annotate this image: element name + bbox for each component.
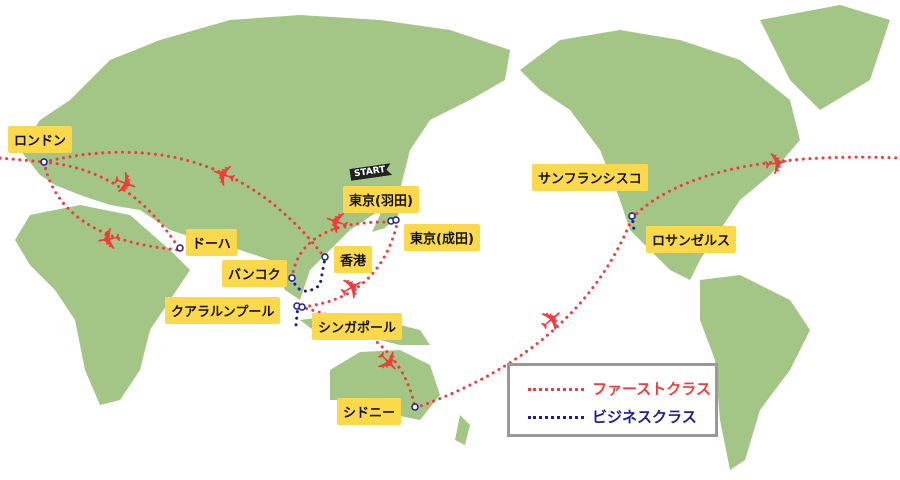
airplane-icon: ✈	[761, 145, 792, 184]
route-first-narita-singapore	[298, 218, 400, 309]
city-label-sanfrancisco: サンフランシスコ	[532, 164, 648, 191]
continents	[15, 5, 890, 470]
route-business-sf-la	[630, 213, 636, 232]
legend-business-label: ビジネスクラス	[592, 408, 697, 426]
eurasia	[20, 15, 510, 300]
city-label-bangkok: バンコク	[222, 260, 287, 287]
city-label-doha: ドーハ	[186, 229, 237, 256]
city-label-kualalumpur: クアラルンプール	[165, 297, 281, 324]
city-label-hongkong: 香港	[334, 246, 373, 273]
map-pin-icon	[392, 216, 400, 224]
city-label-sydney: シドニー	[337, 398, 402, 425]
south-america	[700, 275, 810, 470]
map-pin-icon	[40, 158, 48, 166]
route-first-sydney-losangeles	[413, 216, 634, 410]
route-first-london-doha-south	[42, 160, 182, 252]
city-label-singapore: シンガポール	[312, 313, 403, 340]
australia	[330, 350, 440, 420]
north-america	[520, 30, 800, 280]
map-pins	[40, 158, 636, 411]
legend-red-dots	[528, 388, 584, 391]
map-pin-icon	[298, 303, 306, 311]
greenland	[760, 5, 890, 110]
city-label-losangeles: ロサンゼルス	[646, 226, 737, 253]
route-first-london-hongkong	[42, 150, 327, 260]
route-first-losangeles-east	[630, 155, 900, 220]
map-pin-icon	[628, 212, 636, 220]
legend-first-class: ファーストクラス	[528, 378, 711, 399]
map-pin-icon	[176, 244, 184, 252]
route-first-singapore-sydney	[298, 305, 417, 410]
map-pin-icon	[411, 403, 419, 411]
route-business-bangkok-hongkong	[290, 256, 327, 293]
new-zealand	[455, 415, 470, 445]
route-first-bangkok-haneda	[290, 220, 394, 280]
route-first-london-doha-north	[42, 160, 182, 252]
route-first-west-edge-london	[0, 156, 46, 164]
legend-first-label: ファーストクラス	[592, 380, 711, 398]
map-pin-icon	[321, 253, 329, 261]
africa	[15, 205, 190, 405]
legend-business-class: ビジネスクラス	[528, 406, 697, 427]
airplane-icon: ✈	[93, 218, 125, 257]
city-label-london: ロンドン	[8, 126, 73, 153]
map-pin-icon	[288, 274, 296, 282]
legend-blue-dots	[528, 416, 584, 419]
city-label-narita: 東京(成田)	[404, 224, 480, 251]
legend: ファーストクラス ビジネスクラス	[507, 363, 718, 437]
city-label-haneda: 東京(羽田)	[343, 186, 419, 213]
